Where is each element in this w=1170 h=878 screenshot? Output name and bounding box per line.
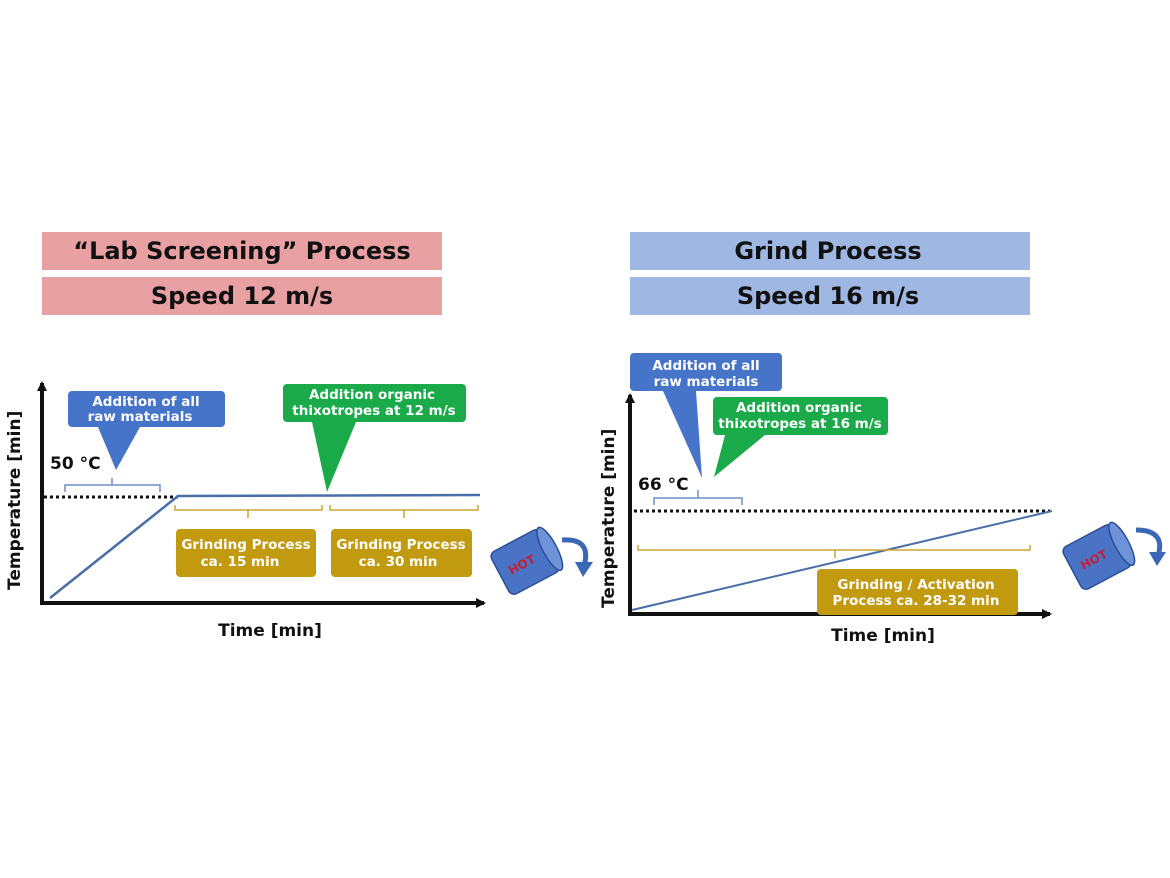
left-temp-marker: 50 °C [50,454,101,474]
left-raw-callout-line1: Addition of all [92,394,199,410]
hot-cup-icon-right: HOT [1062,521,1136,590]
right-grinding-box: Grinding / Activation Process ca. 28-32 … [817,569,1018,615]
right-title: Grind Process [734,237,921,265]
left-x-axis-label: Time [min] [218,621,322,641]
left-temperature-profile [49,493,481,599]
right-temp-marker: 66 °C [638,475,689,495]
left-grinding-box-1: Grinding Process ca. 15 min [176,529,316,577]
left-panel: “Lab Screening” Process Speed 12 m/s Tem… [5,232,593,641]
right-organic-callout: Addition organic thixotropes at 16 m/s [713,397,888,477]
left-box2-line2: ca. 30 min [359,554,438,570]
right-organic-callout-line2: thixotropes at 16 m/s [718,416,881,432]
left-box1-line2: ca. 15 min [201,554,280,570]
left-organic-callout-line1: Addition organic [309,387,435,403]
left-speed: Speed 12 m/s [151,282,333,310]
right-box-line1: Grinding / Activation [837,577,994,593]
left-raw-bracket [64,478,161,492]
right-x-axis-label: Time [min] [831,626,935,646]
hot-cup-icon: HOT [490,526,564,595]
rotate-arrow-head-icon-right [1149,552,1166,566]
left-speed-bar [42,277,442,315]
right-organic-callout-line1: Addition organic [736,400,862,416]
left-y-axis-label: Temperature [min] [5,411,25,590]
left-organic-callout-line2: thixotropes at 12 m/s [292,403,455,419]
right-panel: Grind Process Speed 16 m/s Temperature [… [599,232,1166,646]
left-raw-callout-line2: raw materials [88,409,193,425]
left-box2-line1: Grinding Process [336,537,465,553]
right-title-bar [630,232,1030,270]
right-raw-materials-callout: Addition of all raw materials [630,353,782,478]
left-raw-materials-callout: Addition of all raw materials [68,391,225,470]
rotate-arrow-head-icon [575,562,593,577]
rotate-arrow-icon-right [1135,527,1163,557]
right-box-line2: Process ca. 28-32 min [833,593,1000,609]
left-grinding-box-2: Grinding Process ca. 30 min [331,529,472,577]
right-temperature-profile [631,510,1053,611]
right-raw-callout-line2: raw materials [654,374,759,390]
left-grinding-bracket-1 [174,505,323,518]
right-speed-bar [630,277,1030,315]
rotate-arrow-icon [561,537,589,567]
left-grinding-bracket-2 [329,505,479,518]
right-raw-bracket [653,490,743,505]
right-speed: Speed 16 m/s [737,282,919,310]
right-y-axis-label: Temperature [min] [599,429,619,608]
right-raw-callout-line1: Addition of all [652,358,759,374]
left-title: “Lab Screening” Process [73,237,410,265]
right-grinding-bracket [637,545,1031,558]
left-box1-line1: Grinding Process [181,537,310,553]
left-organic-callout: Addition organic thixotropes at 12 m/s [283,384,466,492]
left-title-bar [42,232,442,270]
